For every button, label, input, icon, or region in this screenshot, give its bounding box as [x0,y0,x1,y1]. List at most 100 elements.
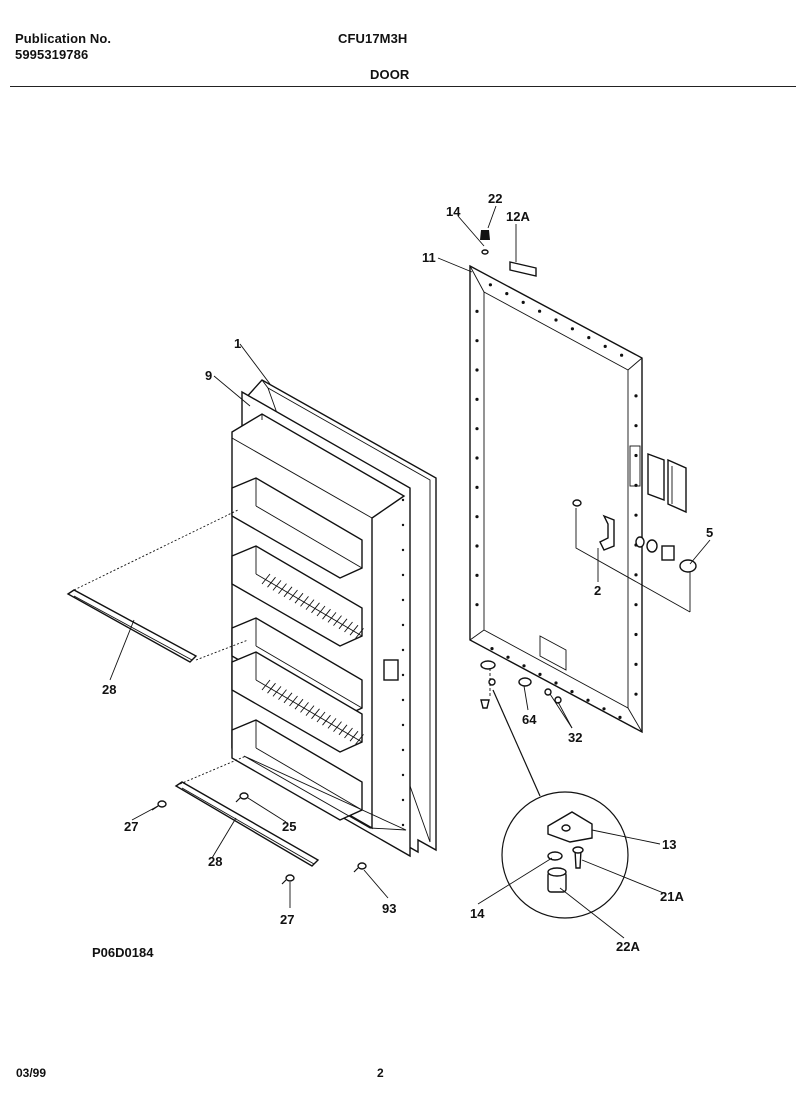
rivet-dot [634,394,638,398]
rivet-dot [475,544,479,548]
screw-27-lower [281,874,295,885]
rivet-dot [521,300,525,304]
rivet-dot [603,344,607,348]
callouts: 1 9 28 27 25 28 27 93 11 14 22 12A 5 2 6… [102,191,713,954]
rivet-dot [401,498,405,502]
shelf-wire [333,721,342,732]
rivet-dot [401,698,405,702]
rivet-dot [401,623,405,627]
rivet-dot [538,309,542,313]
callout-13: 13 [662,837,676,852]
shelf-wire [272,580,282,591]
shelf-wire [355,628,364,639]
rivet-dot [538,672,542,677]
leader-lines [109,205,711,939]
shelf-wire [300,702,309,713]
rivet-dot [506,655,510,659]
shelf-wire [311,602,320,614]
shelf-wire [294,698,304,710]
door-outer-panel [469,264,643,734]
shelf-wire [311,708,320,720]
top-hinge-pin [480,230,537,277]
callout-27-lower: 27 [280,912,294,927]
rivet-dot [505,292,509,296]
screw-27-upper [151,800,167,811]
callout-28-upper: 28 [102,682,116,697]
footer-date: 03/99 [16,1066,47,1080]
rivet-dot [586,698,590,702]
rivet-dot [620,353,624,357]
shelf-wire [316,605,326,617]
callout-21a: 21A [660,889,684,904]
rivet-dot [618,715,622,720]
shelf-wire [322,714,331,726]
rivet-dot [475,573,479,577]
shelf-wire [333,615,342,626]
section-title: DOOR [370,67,410,82]
shelf-wire [283,586,293,598]
rivet-dot [401,598,405,602]
shelf-wire [289,695,298,707]
shelf-wire [338,618,348,630]
callout-11: 11 [422,250,436,265]
rivet-dot [401,523,405,527]
shelf-wire [349,730,359,742]
rivet-dot [570,327,575,331]
rivet-dot [634,483,638,487]
publication-label: Publication No. [15,31,112,46]
shelf-wire [261,573,271,585]
rivet-dot [602,707,606,711]
screw-25 [235,792,249,803]
callout-27-upper: 27 [124,819,138,834]
header-rule [10,86,796,87]
rivet-dot [634,692,638,696]
shelf-wire [278,689,287,700]
rivet-dot [634,662,638,666]
lock-cylinder [635,536,697,573]
hinge-detail-circle [492,689,629,919]
rivet-dot [475,515,479,519]
rivet-dot [475,339,479,343]
callout-2: 2 [594,583,601,598]
rivet-dot [554,681,558,685]
callout-14-detail: 14 [470,906,485,921]
rivet-dot [401,748,405,752]
shelf-wire [267,682,276,694]
callout-9: 9 [205,368,212,383]
screws [151,792,367,885]
rivet-dot [475,309,479,313]
shelf-wire [283,692,293,704]
shelf-wire [355,734,364,745]
rivet-dot [475,485,479,489]
shelf-retainer-bar-lower [174,755,320,867]
hinge-hardware [480,660,562,709]
rivet-dot [488,283,492,287]
shelf-wire [349,624,359,636]
drawing-code: P06D0184 [92,945,154,960]
rivet-dot [587,336,591,340]
callout-5: 5 [706,525,713,540]
rivet-dot [401,548,405,552]
rivet-dot [522,664,526,668]
callout-22: 22 [488,191,502,206]
callout-12a: 12A [506,209,530,224]
callout-28-lower: 28 [208,854,222,869]
rivet-dot [401,798,405,802]
rivet-dot [490,647,494,651]
rivet-dot [401,773,405,777]
publication-number: 5995319786 [15,47,89,62]
callout-64: 64 [522,712,537,727]
shelf-wire [305,599,315,610]
shelf-wire [338,724,348,736]
shelf-wire [344,621,353,633]
model-number: CFU17M3H [338,31,408,46]
rivet-dot [475,456,479,460]
rivet-dot [634,603,638,607]
callout-93: 93 [382,901,396,916]
door-handle [647,452,687,514]
door-shelves [231,477,407,831]
lock-hasp [572,499,691,613]
shelf-wire [261,679,271,691]
rivet-dot [634,573,638,577]
